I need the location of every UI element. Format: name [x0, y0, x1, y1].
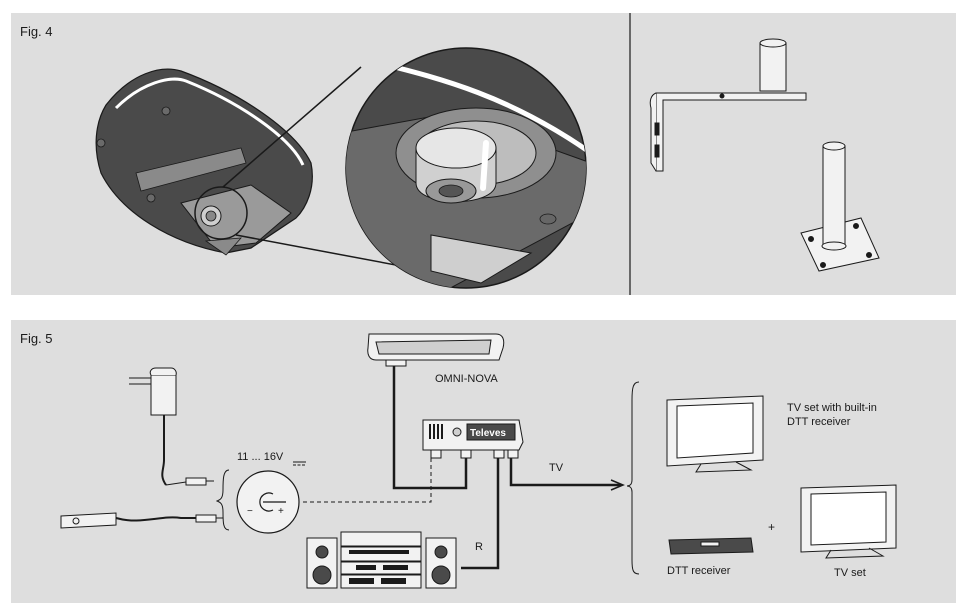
adapter-brace: [215, 469, 230, 531]
tv-set-label: TV set: [834, 567, 866, 579]
zoomed-connector-detail: [345, 47, 587, 289]
zoom-source-circle: [194, 186, 248, 240]
stereo-system: [306, 531, 457, 589]
radio-cable: [461, 458, 500, 570]
car-lighter-adapter: [60, 512, 223, 529]
figure-5-label: Fig. 5: [20, 331, 53, 346]
zoom-line-top: [222, 66, 362, 188]
antenna-label: OMNI-NOVA: [435, 373, 498, 385]
tv-options-brace: [626, 381, 640, 575]
dc-connector-symbol: [236, 470, 300, 534]
dtt-receiver-device: [668, 537, 754, 555]
antenna-body-rear-view: [95, 68, 313, 256]
figure-4-label: Fig. 4: [20, 24, 53, 39]
tv-builtin-label-line2: DTT receiver: [787, 416, 851, 428]
figure-4-drawing: [95, 13, 880, 295]
power-cable-dashed: [303, 448, 432, 503]
tv-with-builtin-dtt: [666, 395, 764, 473]
floor-mount-pipe: [800, 141, 880, 272]
tv-cable: [509, 458, 621, 487]
televes-power-unit: [422, 419, 524, 459]
tv-arrow: [610, 479, 625, 491]
antenna-cable: [392, 366, 468, 490]
figure-5-drawing: Televes: [60, 333, 897, 589]
figure-5-panel: Fig. 5: [11, 320, 956, 603]
voltage-label: 11 ... 16V: [237, 451, 284, 463]
wall-mount-bracket: [649, 38, 807, 172]
radio-line-label: R: [475, 541, 483, 553]
plus-sign-label: +: [768, 520, 776, 534]
wall-power-adapter: [129, 367, 214, 486]
tv-builtin-label-line1: TV set with built-in: [787, 402, 877, 414]
connector-plus-label: +: [278, 506, 284, 517]
tv-line-label: TV: [549, 462, 564, 474]
televes-brand-text: Televes: [470, 428, 506, 439]
figure-4-panel: Fig. 4: [11, 13, 956, 295]
omni-nova-antenna: [367, 333, 505, 367]
dtt-receiver-label: DTT receiver: [667, 565, 731, 577]
tv-set-device: [800, 484, 897, 559]
connector-minus-label: −: [247, 506, 253, 517]
